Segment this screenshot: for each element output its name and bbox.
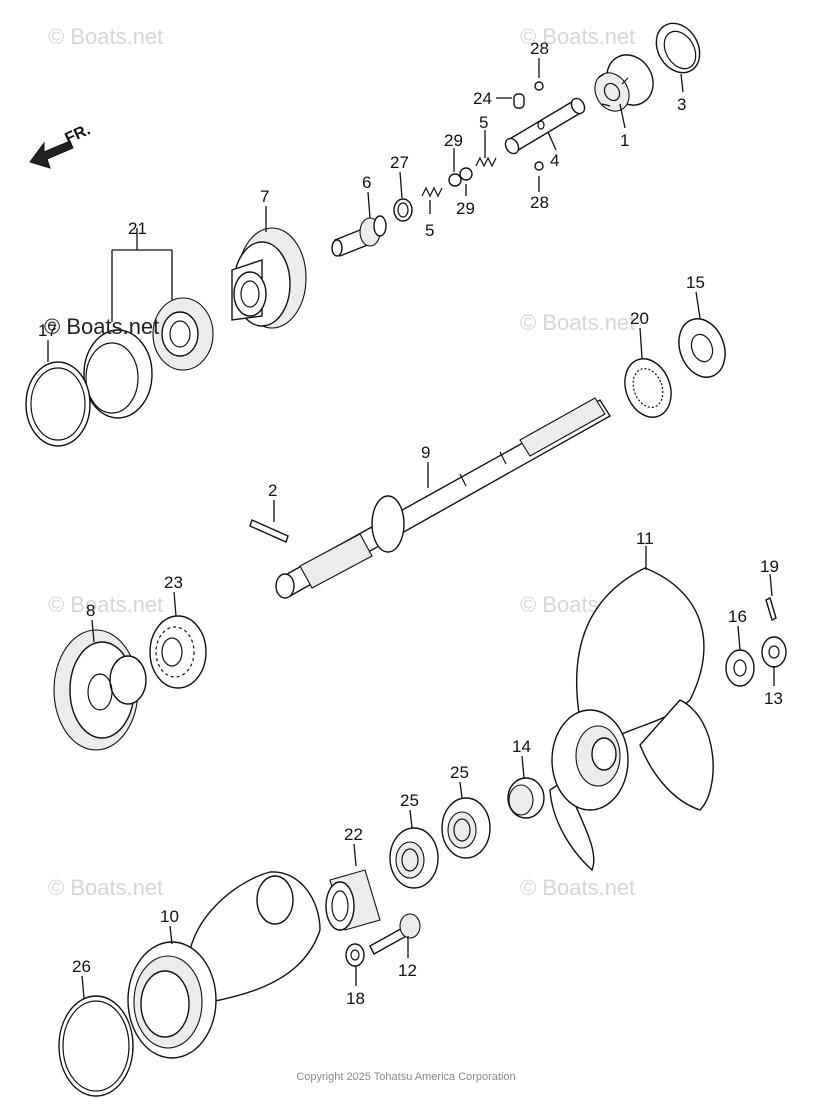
part-number-6: 6 (362, 173, 371, 192)
part-number-25: 25 (400, 791, 419, 810)
part-number-25: 25 (450, 763, 469, 782)
part-2-pin (249, 519, 289, 543)
part-number-22: 22 (344, 825, 363, 844)
part-number-27: 27 (390, 153, 409, 172)
part-29-ball (459, 167, 473, 181)
part-number-21: 21 (128, 219, 147, 238)
part-20-thrust-bearing (624, 358, 672, 418)
part-9-propeller-shaft (275, 397, 611, 599)
part-number-2: 2 (268, 481, 277, 500)
watermark: © Boats.net (48, 875, 163, 900)
part-number-29: 29 (456, 199, 475, 218)
front-direction-arrow: FR. (29, 121, 94, 169)
part-number-24: 24 (473, 89, 492, 108)
watermark: © Boats.net (44, 314, 159, 339)
part-5-spring (475, 156, 497, 168)
part-number-9: 9 (421, 443, 430, 462)
part-number-16: 16 (728, 607, 747, 626)
part-number-3: 3 (677, 95, 686, 114)
part-number-1: 1 (620, 131, 629, 150)
part-7-forward-gear (231, 227, 307, 329)
part-number-18: 18 (346, 989, 365, 1008)
part-21-bearing (83, 297, 214, 419)
part-number-29: 29 (444, 131, 463, 150)
part-number-10: 10 (160, 907, 179, 926)
watermark: © Boats.net (520, 24, 635, 49)
part-number-4: 4 (550, 151, 559, 170)
part-28-ball (534, 161, 544, 171)
watermarks: © Boats.net © Boats.net © Boats.net © Bo… (48, 24, 635, 900)
part-number-26: 26 (72, 957, 91, 976)
part-1-clutch (594, 54, 654, 112)
part-number-15: 15 (686, 273, 705, 292)
watermark: © Boats.net (48, 24, 163, 49)
fr-label: FR. (63, 121, 94, 147)
arrow-icon (29, 140, 74, 169)
part-number-14: 14 (512, 737, 531, 756)
part-number-13: 13 (764, 689, 783, 708)
part-number-7: 7 (260, 187, 269, 206)
part-18-washer (345, 943, 365, 967)
part-number-5: 5 (479, 113, 488, 132)
watermark: © Boats.net (520, 875, 635, 900)
part-10-bearing-housing (127, 871, 321, 1059)
part-15-washer (678, 318, 726, 378)
part-number-11: 11 (636, 529, 654, 548)
copyright-text: Copyright 2025 Tohatsu America Corporati… (296, 1071, 515, 1083)
part-12-bolt (369, 913, 421, 955)
part-25-seal (441, 797, 491, 859)
part-number-8: 8 (86, 601, 95, 620)
part-24-pin (513, 93, 525, 109)
part-22-needle-bearing (325, 869, 381, 931)
part-number-28: 28 (530, 39, 549, 58)
part-23-bearing (149, 615, 207, 689)
part-29-ball (448, 173, 462, 187)
part-4-shaft (504, 97, 586, 155)
part-21-leader (111, 228, 173, 322)
part-number-23: 23 (164, 573, 183, 592)
part-number-12: 12 (398, 961, 417, 980)
part-3-ring (655, 22, 701, 74)
watermark: © Boats.net (520, 310, 635, 335)
part-11-propeller (549, 567, 714, 872)
part-number-5: 5 (425, 221, 434, 240)
part-26-oring (58, 995, 134, 1097)
leader-lines (47, 58, 775, 999)
part-14-bushing (507, 777, 545, 819)
part-6-plunger (331, 215, 387, 257)
part-number-28: 28 (530, 193, 549, 212)
part-19-cotter-pin (765, 597, 777, 621)
part-number-19: 19 (760, 557, 779, 576)
part-5-spring (421, 186, 443, 198)
part-13-nut (761, 636, 787, 668)
part-25-seal (389, 827, 439, 889)
part-28-ball (534, 81, 544, 91)
part-27-snap-ring (393, 198, 413, 222)
watermark: © Boats.net (48, 592, 163, 617)
part-8-reverse-gear (53, 629, 147, 751)
part-number-17: 17 (38, 321, 57, 340)
part-17-oring (25, 361, 91, 447)
part-16-washer (725, 649, 755, 687)
part-number-labels: 28 24 3 1 5 29 4 28 29 27 6 5 7 21 17 20… (38, 39, 783, 1008)
part-number-20: 20 (630, 309, 649, 328)
